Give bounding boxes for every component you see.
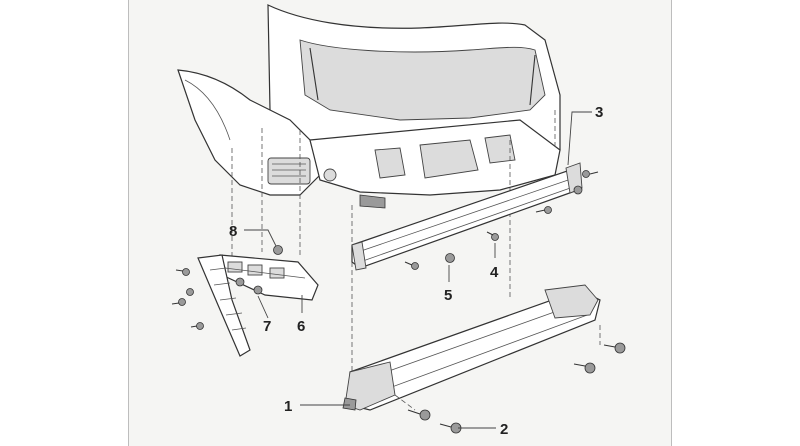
callout-7: 7 [263,318,271,335]
part-7-side-guide [197,254,251,357]
callout-4: 4 [490,264,499,281]
callout-6: 6 [297,318,305,335]
alignment-lines [231,110,556,375]
callout-1: 1 [284,398,292,415]
leader-3 [567,111,592,166]
leader-lines [244,111,592,429]
callout-labels: 1 2 3 4 5 6 7 8 [229,104,603,438]
callout-8: 8 [229,223,237,240]
part-1-bumper-beam [342,284,601,411]
leader-8 [244,229,277,247]
side-bolts [171,245,283,330]
callout-3: 3 [595,104,603,121]
part-6-side-bracket [219,254,319,301]
leader-7 [257,295,269,319]
callout-5: 5 [444,287,452,304]
part-3-reinforcement-beam [351,162,583,271]
car-rear-body [177,4,561,209]
tail-lamp-left [267,157,311,185]
part-2-bolts [394,325,626,434]
part-3-bolts [404,170,599,270]
callout-2: 2 [500,421,508,438]
